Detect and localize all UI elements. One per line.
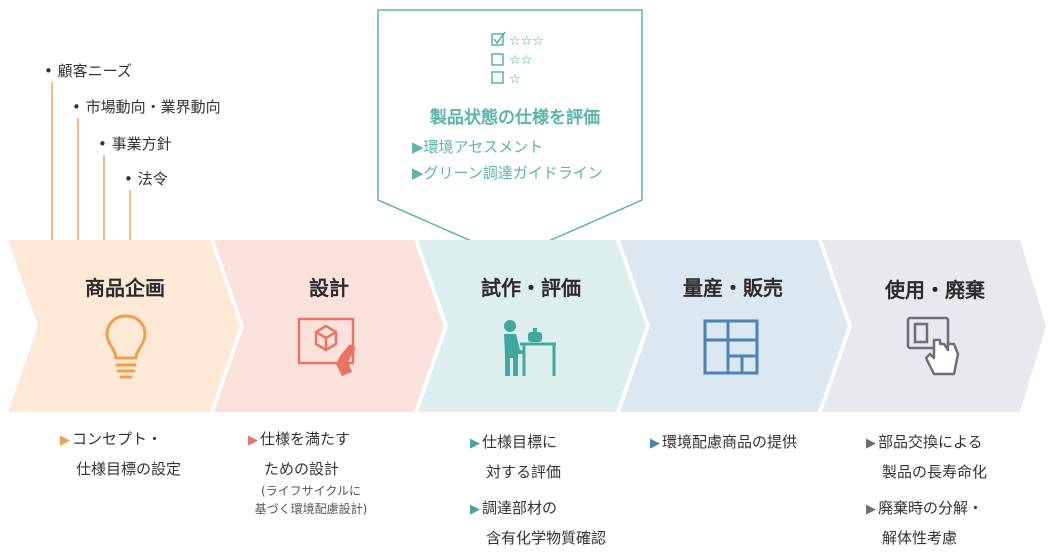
callout-item-green-procurement: ▶グリーン調達ガイドライン bbox=[412, 164, 603, 182]
chevron-stage-2 bbox=[214, 240, 444, 412]
desc-line: 製品の長寿命化 bbox=[882, 463, 988, 481]
desc-line: 部品交換による bbox=[878, 433, 983, 451]
note-line: 基づく環境配慮設計) bbox=[254, 502, 368, 516]
svg-text:☆: ☆ bbox=[509, 72, 521, 87]
hand-touch-device-icon bbox=[906, 316, 960, 376]
need-customer-needs: • 顧客ニーズ bbox=[44, 62, 132, 80]
stage-title-design: 設計 bbox=[309, 276, 349, 300]
desc-line: ための設計 bbox=[264, 460, 340, 478]
prototype-test-icon bbox=[504, 320, 556, 376]
desc-line: 仕様目標の設定 bbox=[76, 460, 182, 478]
desc-use-disposal: ▶部品交換による 製品の長寿命化 ▶廃棄時の分解・ 解体性考慮 bbox=[866, 428, 987, 552]
desc-prototype: ▶仕様目標に 対する評価 ▶調達部材の 含有化学物質確認 bbox=[470, 428, 606, 552]
stage-title-prototype: 試作・評価 bbox=[481, 276, 581, 300]
desc-line: 含有化学物質確認 bbox=[486, 529, 607, 547]
desc-line: コンセプト・ bbox=[72, 430, 163, 448]
need-laws: • 法令 bbox=[124, 170, 168, 188]
desc-line: 仕様を満たす bbox=[260, 430, 351, 448]
desc-planning: ▶コンセプト・ 仕様目標の設定 bbox=[60, 425, 181, 483]
need-business-policy: • 事業方針 bbox=[98, 135, 172, 153]
desc-marker: ▶ bbox=[248, 433, 258, 448]
design-drawing-icon bbox=[297, 317, 356, 376]
desc-line: 解体性考慮 bbox=[882, 529, 958, 547]
desc-line: 対する評価 bbox=[486, 463, 562, 481]
production-layout-icon bbox=[703, 319, 759, 375]
desc-design: ▶仕様を満たす ための設計 bbox=[248, 425, 350, 483]
note-line: (ライフサイクルに bbox=[260, 484, 362, 498]
desc-line: 調達部材の bbox=[482, 499, 558, 517]
desc-marker: ▶ bbox=[866, 436, 876, 451]
need-market-trends: • 市場動向・業界動向 bbox=[72, 98, 221, 116]
desc-line: 環境配慮商品の提供 bbox=[662, 433, 798, 451]
checklist-stars-icon: ☆☆☆ ☆☆ ☆ bbox=[491, 31, 544, 87]
note-design: (ライフサイクルに 基づく環境配慮設計) bbox=[236, 482, 386, 518]
stage-title-planning: 商品企画 bbox=[85, 276, 165, 300]
desc-marker: ▶ bbox=[470, 502, 480, 517]
svg-text:☆☆: ☆☆ bbox=[509, 53, 532, 68]
chevron-stage-1 bbox=[8, 240, 240, 412]
lightbulb-icon bbox=[105, 314, 147, 379]
chevron-stage-3 bbox=[418, 240, 646, 412]
desc-line: 廃棄時の分解・ bbox=[878, 499, 984, 517]
chevron-stage-5 bbox=[822, 240, 1046, 412]
stage-title-use-disposal: 使用・廃棄 bbox=[885, 278, 985, 302]
desc-marker: ▶ bbox=[650, 436, 660, 451]
desc-line: 仕様目標に bbox=[482, 433, 558, 451]
callout-title: 製品状態の仕様を評価 bbox=[430, 108, 600, 128]
callout-item-env-assessment: ▶環境アセスメント bbox=[412, 138, 544, 156]
needs-lines bbox=[51, 82, 131, 240]
svg-text:☆☆☆: ☆☆☆ bbox=[509, 34, 544, 49]
desc-marker: ▶ bbox=[866, 502, 876, 517]
desc-marker: ▶ bbox=[60, 433, 70, 448]
chevron-stage-4 bbox=[620, 240, 848, 412]
desc-marker: ▶ bbox=[470, 436, 480, 451]
stage-title-production: 量産・販売 bbox=[683, 276, 783, 300]
callout-box bbox=[377, 9, 643, 259]
desc-production: ▶環境配慮商品の提供 bbox=[650, 428, 797, 458]
